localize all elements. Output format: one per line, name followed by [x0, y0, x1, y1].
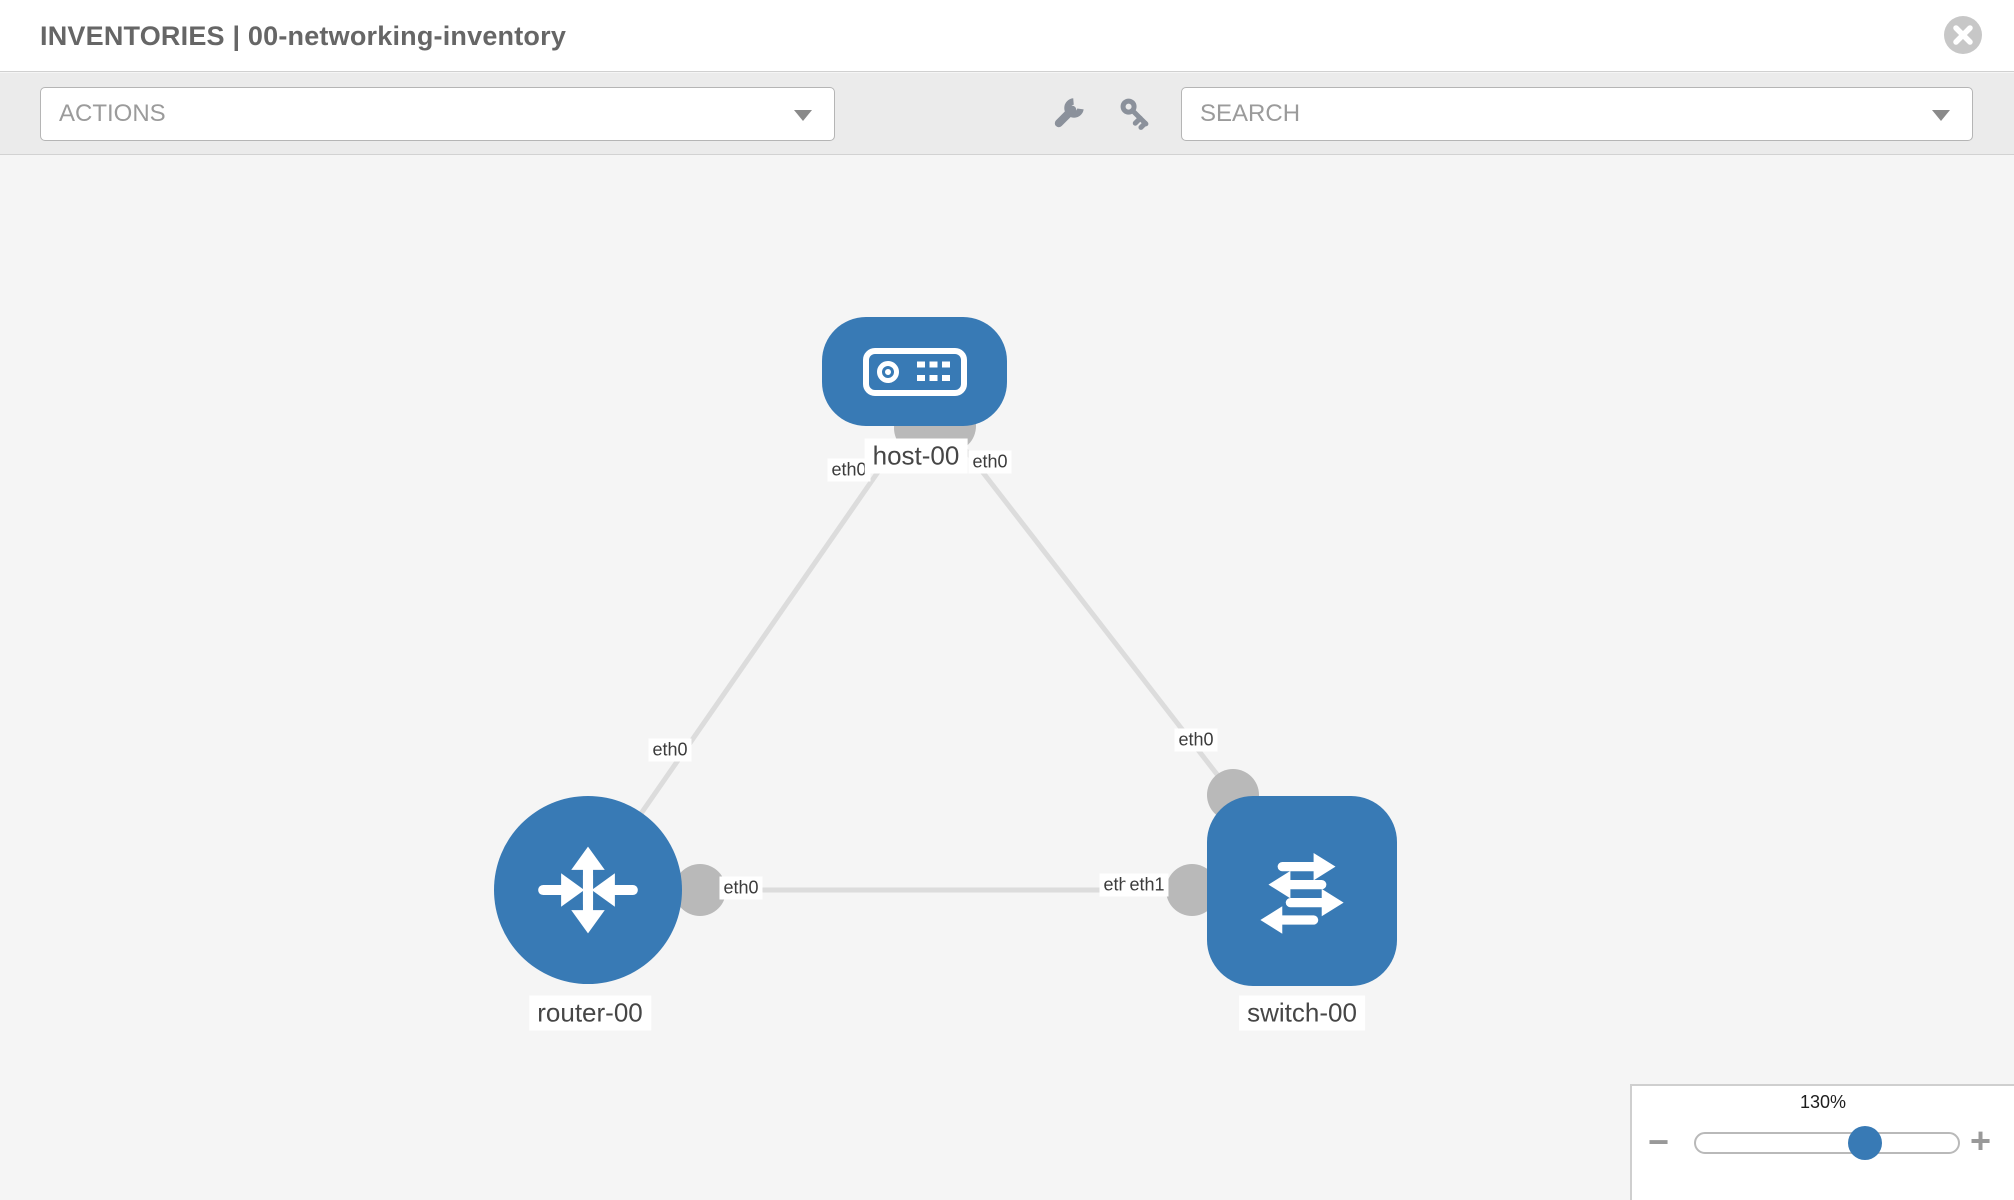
- iface-label: eth0: [968, 450, 1012, 474]
- times-icon: [1953, 25, 1973, 45]
- topology-canvas[interactable]: host-00 router-00 switch-00 eth0 eth0 et…: [0, 156, 2014, 1200]
- node-router-00[interactable]: [494, 796, 682, 984]
- router-icon: [538, 846, 638, 934]
- node-switch-00[interactable]: [1207, 796, 1397, 986]
- node-label-router: router-00: [529, 995, 651, 1031]
- minus-icon: −: [1648, 1121, 1670, 1162]
- close-button[interactable]: [1944, 16, 1982, 54]
- search-dropdown[interactable]: SEARCH: [1181, 87, 1973, 141]
- toolbar: ACTIONS SEARCH: [0, 73, 2014, 155]
- node-host-00[interactable]: [822, 317, 1007, 426]
- zoom-in-button[interactable]: +: [1970, 1123, 1991, 1159]
- wrench-icon: [1054, 98, 1084, 128]
- node-label-switch: switch-00: [1239, 995, 1365, 1031]
- node-label-host: host-00: [864, 438, 968, 474]
- zoom-panel: 130% − +: [1630, 1084, 2014, 1200]
- search-dropdown-label: SEARCH: [1200, 100, 1301, 127]
- zoom-out-button[interactable]: −: [1648, 1124, 1669, 1160]
- wrench-button[interactable]: [1048, 94, 1088, 134]
- iface-label: eth0: [648, 738, 692, 762]
- server-icon: [862, 347, 967, 396]
- key-icon: [1120, 98, 1149, 130]
- plus-icon: +: [1970, 1120, 1992, 1161]
- port-switch-eth1: [1166, 864, 1218, 916]
- zoom-slider[interactable]: [1694, 1132, 1960, 1154]
- iface-label: eth1: [1125, 873, 1169, 897]
- port-router-eth0: [674, 864, 726, 916]
- zoom-value: 130%: [1799, 1092, 1847, 1112]
- topology-graph: [585, 400, 1300, 916]
- page-title: INVENTORIES | 00-networking-inventory: [40, 21, 567, 51]
- actions-dropdown[interactable]: ACTIONS: [40, 87, 835, 141]
- iface-label: eth0: [719, 876, 763, 900]
- chevron-down-icon: [1932, 110, 1950, 121]
- switch-icon: [1260, 852, 1344, 934]
- actions-dropdown-label: ACTIONS: [59, 100, 166, 127]
- key-button[interactable]: [1116, 94, 1156, 134]
- iface-label: eth0: [1174, 728, 1218, 752]
- chevron-down-icon: [794, 110, 812, 121]
- header-bar: INVENTORIES | 00-networking-inventory: [0, 0, 2014, 72]
- iface-label: eth0: [827, 458, 871, 482]
- zoom-slider-thumb[interactable]: [1848, 1126, 1882, 1160]
